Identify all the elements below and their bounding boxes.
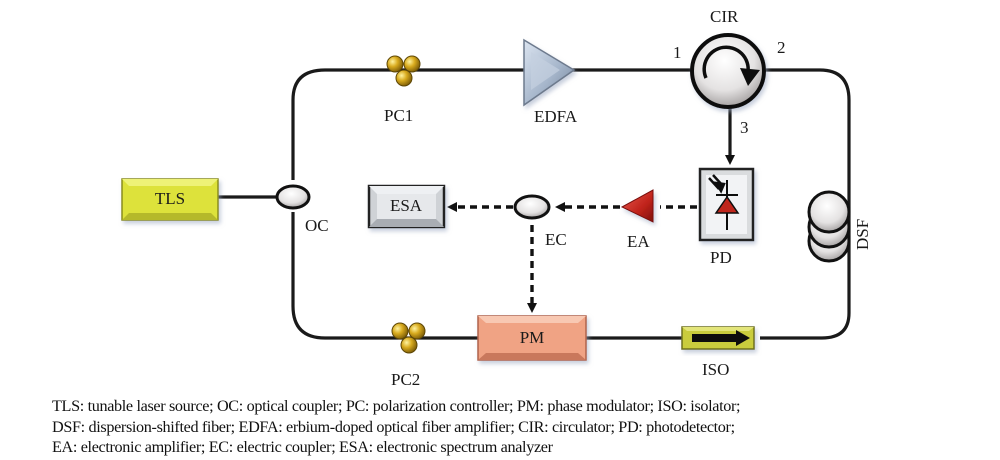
arrow-icon xyxy=(692,334,738,342)
pc2-polarization-controller xyxy=(391,322,426,354)
cir-port-2-label: 2 xyxy=(777,38,786,57)
circulator xyxy=(690,33,766,109)
ec-label: EC xyxy=(545,230,567,249)
electrical-paths xyxy=(447,202,697,313)
oc-label: OC xyxy=(305,216,329,235)
cir-label: CIR xyxy=(710,7,739,26)
cir-port-1-label: 1 xyxy=(673,43,682,62)
diode-triangle xyxy=(714,195,740,214)
ea-electronic-amplifier xyxy=(620,189,654,223)
caption-line: DSF: dispersion-shifted fiber; EDFA: erb… xyxy=(52,417,735,436)
ea-label: EA xyxy=(627,232,650,251)
pm-label: PM xyxy=(520,328,545,347)
dsf-label: DSF xyxy=(853,219,872,250)
figure-caption: TLS: tunable laser source; OC: optical c… xyxy=(52,396,992,458)
pc2-label: PC2 xyxy=(391,370,420,389)
iso-label: ISO xyxy=(702,360,729,379)
dsf-fiber-spool xyxy=(807,190,851,263)
fiber-bottom-left xyxy=(291,212,478,340)
iso-isolator xyxy=(681,326,755,350)
edfa-amplifier xyxy=(523,38,576,107)
cir-port-3-label: 3 xyxy=(740,118,749,137)
pd-photodetector xyxy=(698,167,755,242)
edfa-label: EDFA xyxy=(534,107,578,126)
fiber-top xyxy=(291,68,692,180)
light-arrows-icon xyxy=(708,174,726,194)
pc1-label: PC1 xyxy=(384,106,413,125)
tls-box xyxy=(121,178,219,221)
fiber-laser-setup-diagram: TLS OC PC1 EDFA CIR 1 2 3 DSF xyxy=(121,7,872,389)
ec-electric-coupler xyxy=(513,194,551,220)
pd-label: PD xyxy=(710,248,732,267)
esa-spectrum-analyzer xyxy=(367,184,446,229)
oc-coupler xyxy=(275,184,311,210)
pc1-polarization-controller xyxy=(386,55,421,87)
pm-phase-modulator xyxy=(477,315,587,361)
caption-line: EA: electronic amplifier; EC: electric c… xyxy=(52,438,553,456)
fiber-loop xyxy=(218,68,851,340)
caption-line: TLS: tunable laser source; OC: optical c… xyxy=(52,397,741,415)
tls-label: TLS xyxy=(155,189,185,208)
esa-label: ESA xyxy=(390,196,423,215)
